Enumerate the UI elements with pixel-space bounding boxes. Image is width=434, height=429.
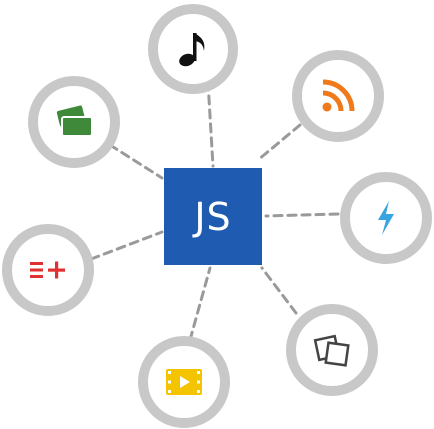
video-node[interactable] [138, 336, 230, 428]
rss-node[interactable] [292, 50, 384, 142]
images-node[interactable] [286, 304, 378, 396]
list-node[interactable] [2, 224, 94, 316]
js-label: JS [194, 194, 232, 239]
music-note-icon [179, 33, 205, 67]
connector-video [188, 266, 212, 342]
connector-music [206, 80, 215, 168]
connector-rss [256, 123, 302, 162]
cards-node[interactable] [28, 76, 120, 168]
javascript-center-box: JS [164, 168, 262, 265]
image-stack-icon [313, 334, 350, 367]
connector-cards [108, 143, 164, 180]
rss-feed-icon [322, 79, 355, 112]
lightning-bolt-icon [378, 201, 394, 235]
add-to-list-icon [30, 261, 65, 279]
music-node[interactable] [148, 4, 238, 94]
connector-bolt [264, 212, 340, 218]
video-player-icon [166, 369, 202, 395]
bolt-node[interactable] [340, 172, 432, 264]
money-cards-icon [56, 105, 93, 137]
connector-images [260, 266, 298, 315]
